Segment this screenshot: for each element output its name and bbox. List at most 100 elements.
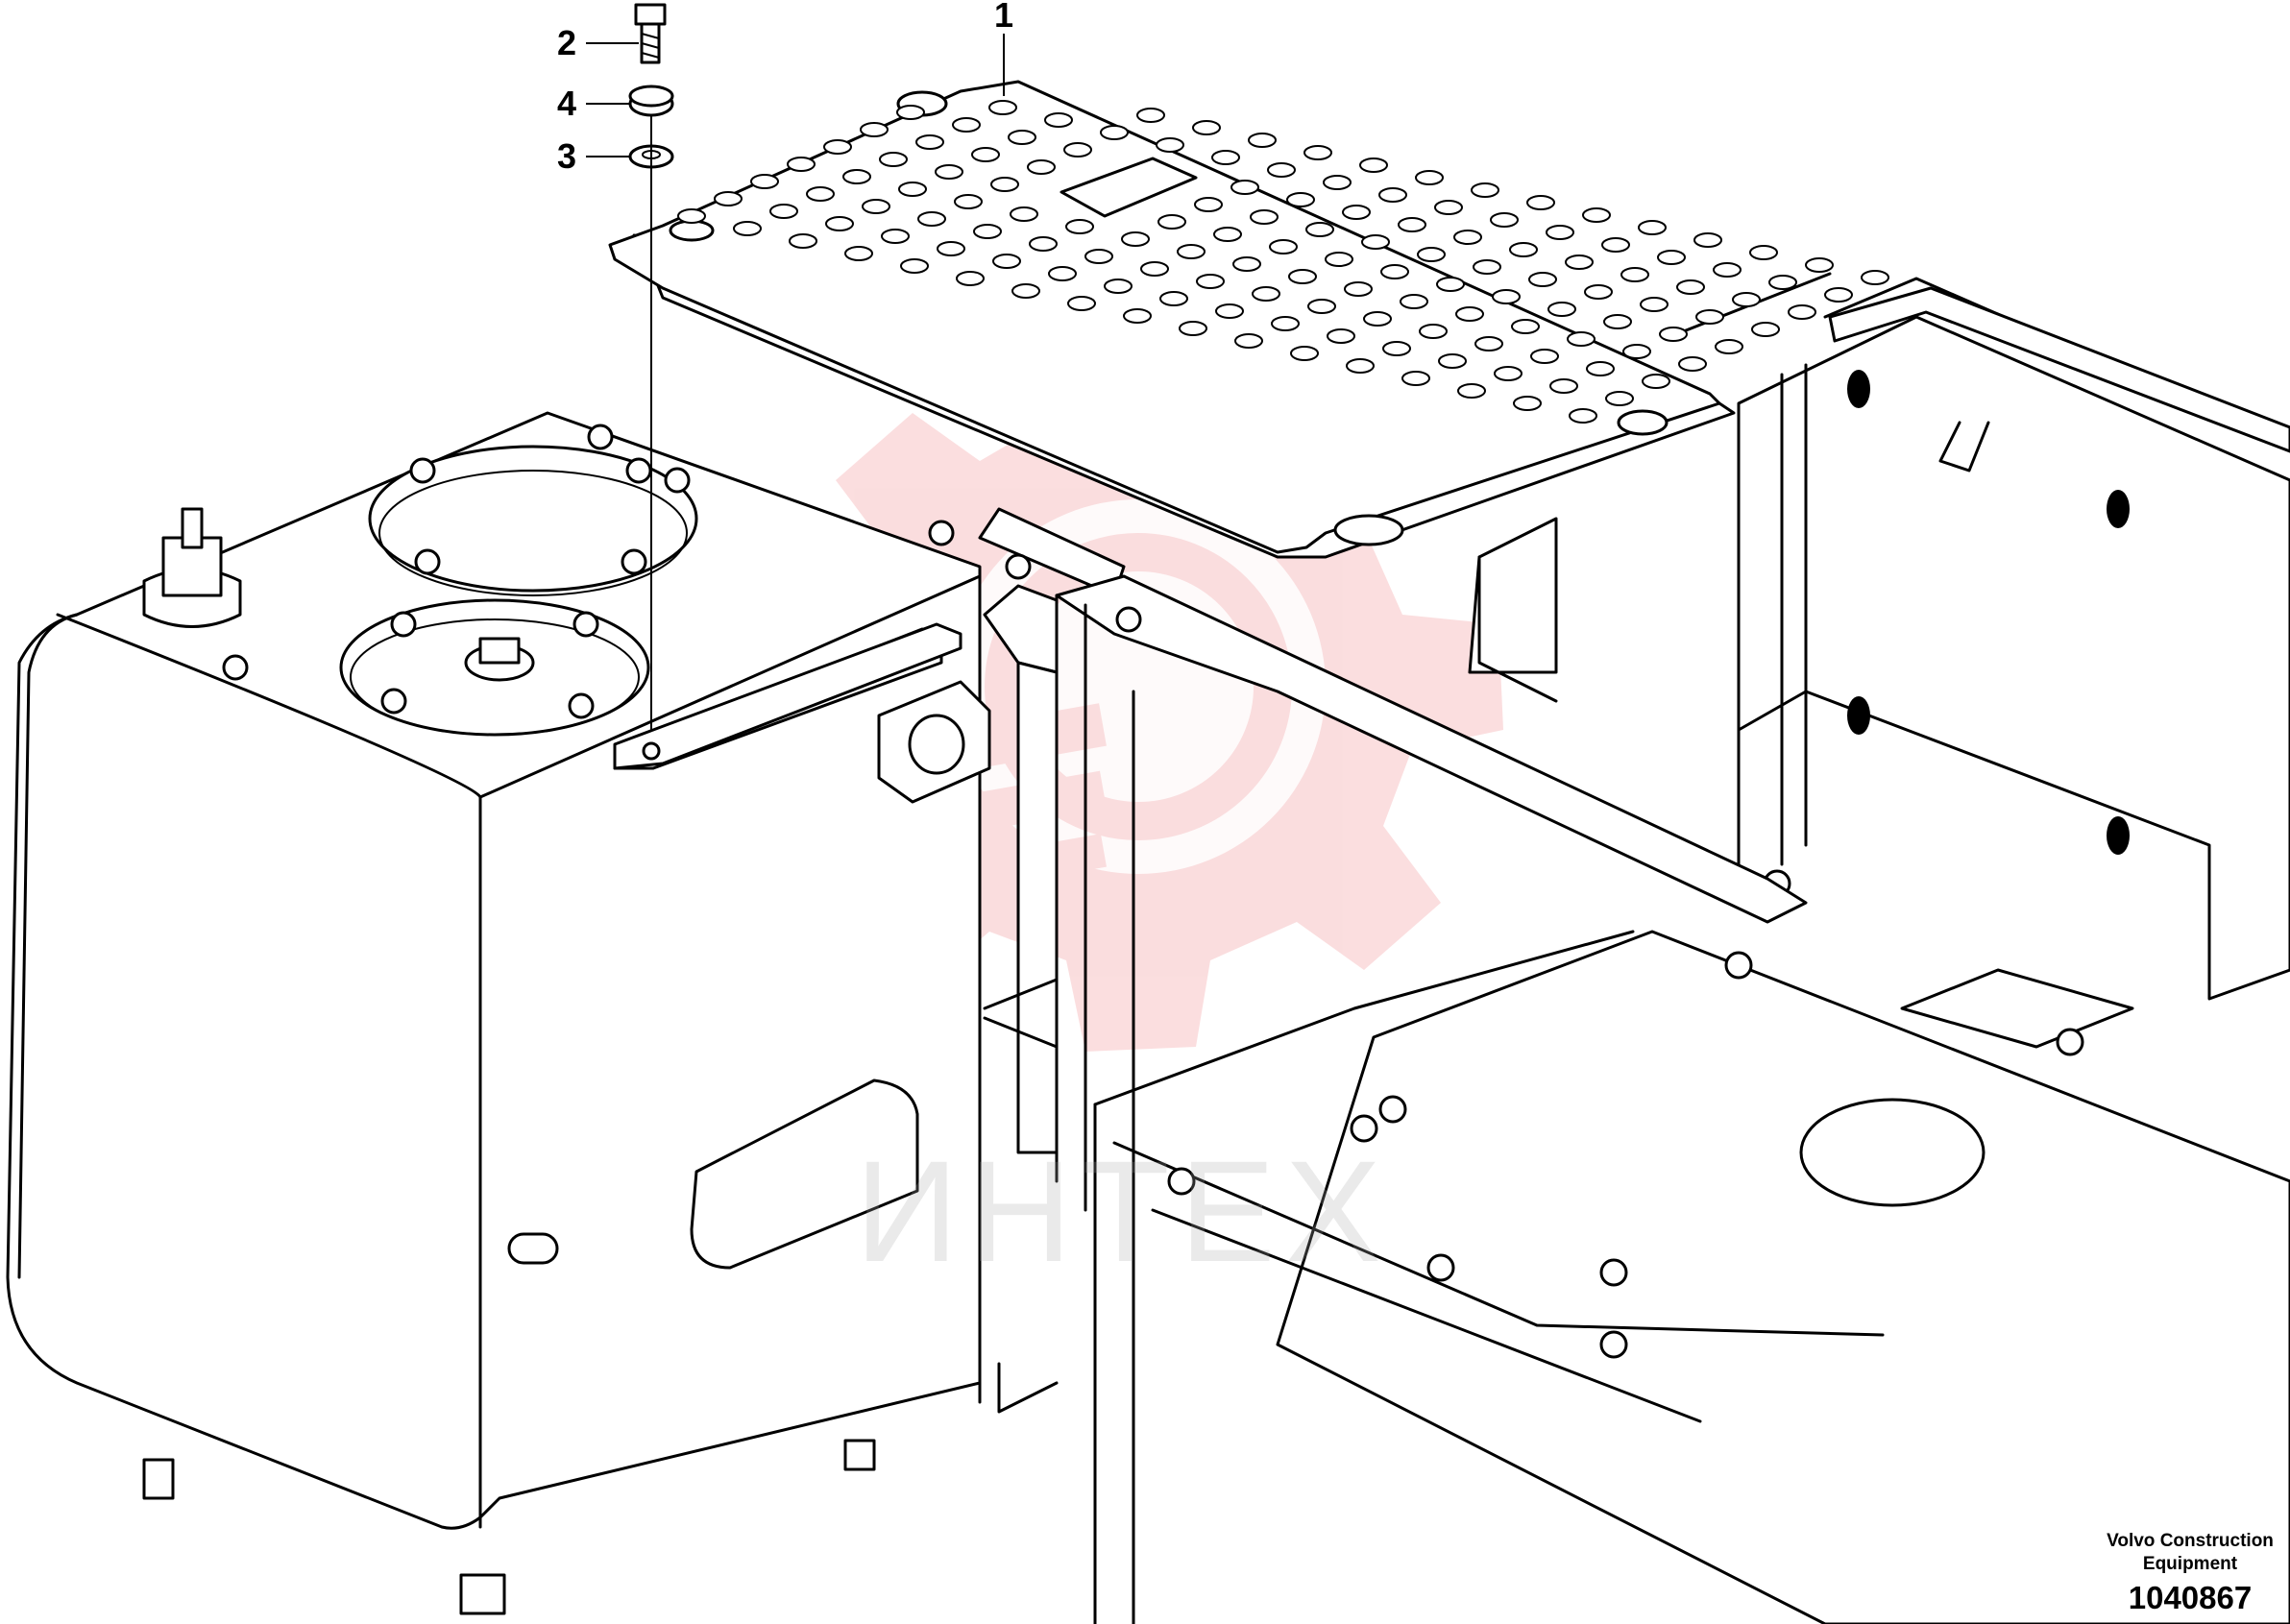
perforation-hole	[937, 241, 965, 256]
perforation-hole	[862, 199, 890, 214]
callout-4-label: 4	[557, 84, 576, 123]
callout-3: 3	[557, 136, 630, 176]
document-number: 1040867	[2128, 1580, 2253, 1615]
perforation-hole	[1471, 182, 1499, 198]
perforation-hole	[1642, 374, 1670, 389]
perforation-hole	[881, 229, 910, 244]
perforation-hole	[1359, 158, 1388, 173]
perforation-hole	[1713, 262, 1742, 278]
perforation-hole	[806, 186, 835, 202]
perforation-hole	[1327, 328, 1355, 344]
perforation-hole	[787, 157, 816, 172]
perforation-hole	[1417, 247, 1446, 262]
perforation-hole	[1027, 159, 1056, 175]
perforation-hole	[733, 221, 762, 236]
perforation-hole	[1048, 266, 1077, 281]
perforation-hole	[1290, 346, 1319, 361]
perforation-hole	[1732, 292, 1761, 307]
perforation-hole	[973, 224, 1002, 239]
perforation-hole	[1474, 336, 1503, 351]
perforation-hole	[1603, 314, 1632, 329]
perforation-hole	[1586, 361, 1615, 376]
callout-1-label: 1	[994, 0, 1013, 35]
perforation-hole	[1159, 291, 1188, 306]
perforation-hole	[1398, 217, 1426, 232]
perforation-hole	[1419, 324, 1448, 339]
perforation-hole	[1378, 187, 1407, 203]
perforation-hole	[714, 191, 743, 206]
perforation-hole	[896, 105, 925, 120]
perforation-hole	[1230, 180, 1259, 195]
perforation-hole	[1605, 391, 1634, 406]
perforation-hole	[1434, 200, 1463, 215]
perforation-hole	[1824, 287, 1853, 303]
perforation-hole	[1269, 239, 1298, 255]
perforation-hole	[1286, 192, 1315, 207]
perforation-hole	[1361, 234, 1390, 250]
perforation-hole	[1620, 267, 1649, 282]
perforation-hole	[1473, 259, 1501, 275]
perforation-hole	[1303, 145, 1332, 160]
perforation-hole	[1100, 125, 1129, 140]
perforation-hole	[1494, 366, 1523, 381]
perforation-hole	[1156, 137, 1184, 153]
perforation-hole	[842, 169, 871, 184]
perforation-hole	[1011, 283, 1040, 299]
perforation-hole	[1715, 339, 1743, 354]
perforation-hole	[1213, 227, 1242, 242]
company-name-line1: Volvo Construction	[2107, 1531, 2274, 1551]
perforation-hole	[1215, 303, 1244, 319]
perforation-hole	[769, 204, 798, 219]
perforation-hole	[1438, 353, 1467, 369]
perforation-hole	[1067, 296, 1096, 311]
perforation-hole	[1084, 249, 1113, 264]
perforation-hole	[900, 258, 929, 274]
perforation-hole	[1307, 299, 1336, 314]
perforation-hole	[1788, 304, 1816, 320]
perforation-hole	[1123, 308, 1152, 324]
perforation-hole	[1530, 349, 1559, 364]
company-name-line2: Equipment	[2142, 1554, 2238, 1574]
perforation-hole	[898, 182, 927, 197]
perforation-hole	[1638, 220, 1667, 235]
perforation-hole	[1342, 205, 1371, 220]
perforation-hole	[1584, 284, 1613, 300]
perforation-hole	[992, 254, 1021, 269]
perforation-hole	[1549, 378, 1578, 394]
perforation-hole	[1805, 257, 1834, 273]
perforated-cover-plate	[608, 80, 1736, 559]
perforation-hole	[1194, 197, 1223, 212]
perforation-hole	[1676, 279, 1705, 295]
perforation-hole	[1346, 358, 1375, 374]
perforation-hole	[1415, 170, 1444, 185]
callout-2-label: 2	[557, 23, 576, 62]
perforation-hole	[1140, 261, 1169, 277]
perforation-hole	[1044, 112, 1073, 128]
hydraulic-tank	[6, 411, 991, 1615]
perforation-hole	[1323, 175, 1352, 190]
perforation-hole	[1305, 222, 1334, 237]
perforation-hole	[789, 233, 817, 249]
perforation-hole	[1622, 344, 1651, 359]
perforation-hole	[1121, 231, 1150, 247]
perforation-hole	[1695, 309, 1724, 325]
perforation-hole	[952, 117, 981, 133]
perforation-holes	[677, 100, 1889, 424]
perforation-hole	[1029, 236, 1058, 252]
perforation-hole	[1490, 212, 1519, 228]
perforation-hole	[1157, 214, 1186, 230]
perforation-hole	[1211, 150, 1240, 165]
perforation-hole	[1546, 225, 1574, 240]
perforation-hole	[1526, 195, 1555, 210]
perforation-hole	[1196, 274, 1225, 289]
perforation-hole	[956, 271, 985, 286]
spacer-washer-part-4	[628, 85, 674, 117]
perforation-hole	[1659, 327, 1688, 342]
perforation-hole	[1509, 242, 1538, 257]
perforation-hole	[1400, 294, 1428, 309]
perforation-hole	[1567, 331, 1596, 347]
perforation-hole	[1010, 206, 1038, 222]
perforation-hole	[1252, 286, 1280, 302]
perforation-hole	[1008, 130, 1036, 145]
perforation-hole	[1179, 321, 1207, 336]
